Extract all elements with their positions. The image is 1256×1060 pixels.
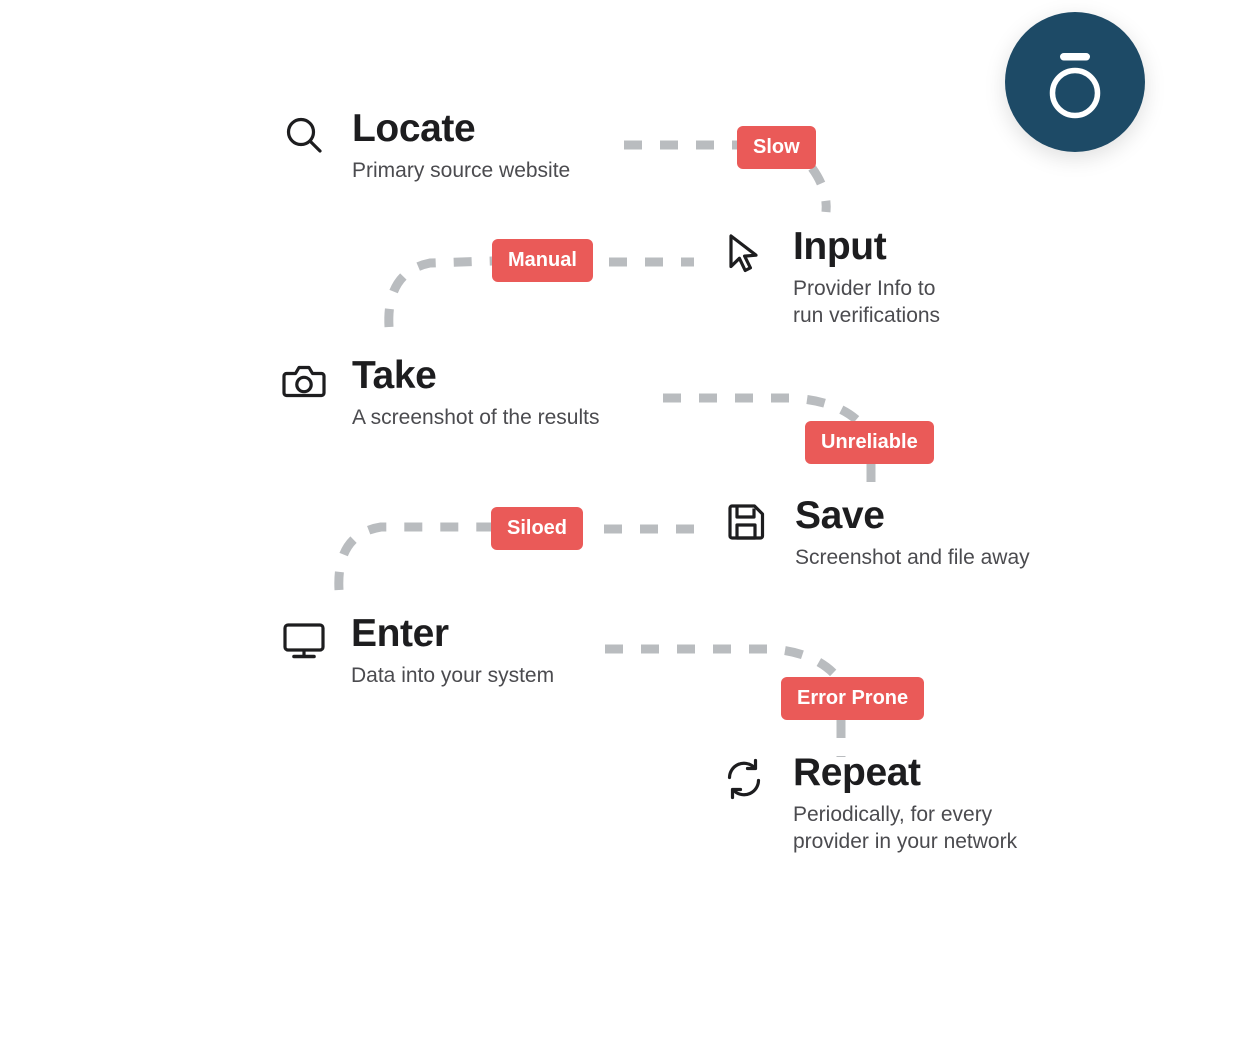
step-repeat-text: Repeat Periodically, for every provider … [793, 753, 1017, 856]
step-enter: Enter Data into your system [277, 613, 554, 690]
step-repeat-subtitle: Periodically, for every provider in your… [793, 803, 1018, 853]
badge-error-prone: Error Prone [781, 677, 925, 720]
macron-o-icon [1049, 53, 1101, 119]
step-take-subtitle: A screenshot of the results [352, 406, 600, 429]
step-save-subtitle: Screenshot and file away [795, 546, 1030, 569]
step-take-title: Take [352, 354, 437, 397]
step-enter-text: Enter Data into your system [351, 614, 554, 690]
connector-enter-to-siloed [334, 522, 491, 591]
step-input-title: Input [793, 225, 887, 268]
search-icon [277, 108, 331, 162]
brand-logo [1005, 12, 1145, 152]
step-save: Save Screenshot and file away [720, 495, 1030, 572]
badge-unreliable: Unreliable [805, 421, 934, 464]
refresh-cycle-icon [717, 752, 771, 806]
connector-enter-to-errorprone [605, 644, 842, 682]
step-input: Input Provider Info to run verifications [718, 226, 940, 330]
step-repeat: Repeat Periodically, for every provider … [717, 752, 1017, 856]
cursor-arrow-icon [718, 226, 772, 280]
step-enter-title: Enter [351, 612, 449, 655]
step-input-text: Input Provider Info to run verifications [793, 227, 940, 330]
step-take-text: Take A screenshot of the results [352, 356, 599, 432]
step-locate-subtitle: Primary source website [352, 159, 571, 182]
step-take: Take A screenshot of the results [277, 355, 599, 432]
badge-manual: Manual [492, 239, 593, 282]
badge-siloed: Siloed [491, 507, 584, 550]
badge-slow: Slow [737, 126, 816, 169]
connector-take-to-manual [384, 256, 493, 328]
step-locate: Locate Primary source website [277, 108, 570, 185]
step-input-subtitle: Provider Info to run verifications [793, 277, 941, 327]
step-enter-subtitle: Data into your system [351, 664, 555, 687]
step-save-text: Save Screenshot and file away [795, 496, 1030, 572]
monitor-icon [277, 613, 331, 667]
connector-slow-to-input [808, 165, 831, 213]
step-locate-text: Locate Primary source website [352, 109, 570, 185]
step-save-title: Save [795, 494, 885, 537]
step-locate-title: Locate [352, 107, 476, 150]
camera-icon [277, 355, 331, 409]
floppy-disk-icon [720, 495, 774, 549]
step-repeat-title: Repeat [793, 751, 921, 794]
